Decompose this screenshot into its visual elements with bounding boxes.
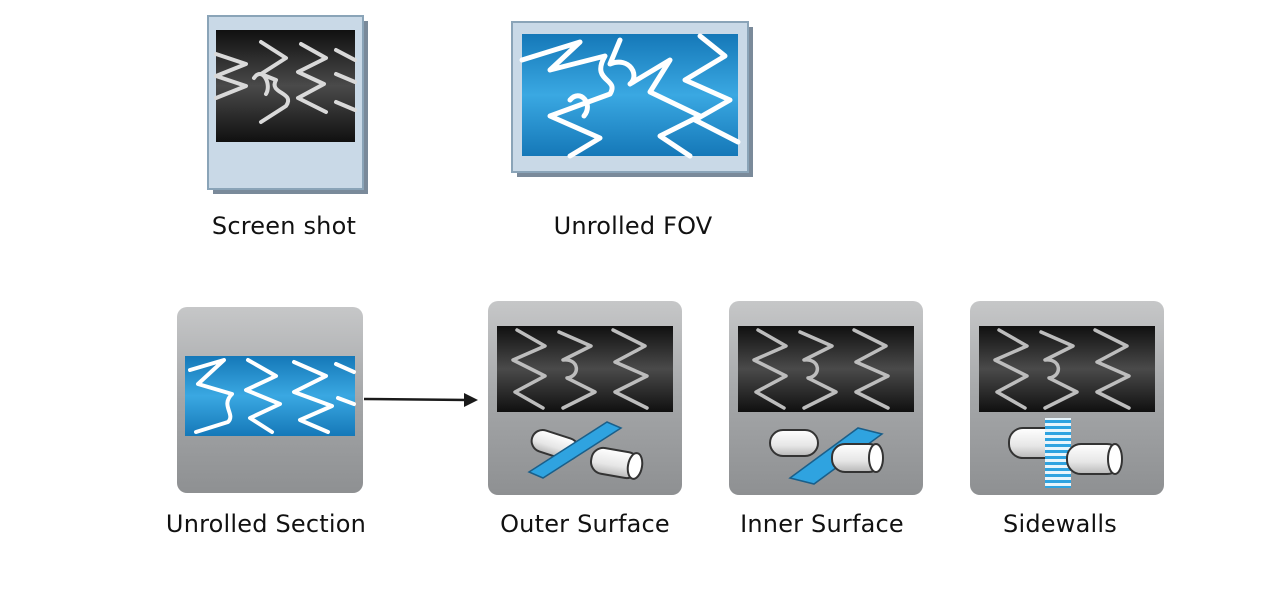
inner-surface-icon — [729, 301, 923, 495]
unrolled-fov-icon — [511, 21, 753, 177]
unrolled-fov-button[interactable] — [510, 20, 755, 178]
outer-surface-button[interactable] — [487, 300, 683, 496]
outer-surface-icon — [488, 301, 682, 495]
outer-surface-label: Outer Surface — [500, 510, 670, 538]
sidewalls-button[interactable] — [969, 300, 1165, 496]
unrolled-section-icon — [177, 307, 363, 493]
sidewalls-label: Sidewalls — [1003, 510, 1117, 538]
unrolled-section-button[interactable] — [176, 306, 364, 494]
unrolled-section-label: Unrolled Section — [165, 510, 367, 538]
screen-shot-button[interactable] — [206, 14, 370, 196]
unrolled-fov-label: Unrolled FOV — [553, 212, 713, 240]
inner-surface-button[interactable] — [728, 300, 924, 496]
inner-surface-label: Inner Surface — [740, 510, 904, 538]
sidewalls-icon — [970, 301, 1164, 495]
screenshot-icon — [207, 15, 368, 194]
arrow-right-icon — [363, 393, 478, 407]
screen-shot-label: Screen shot — [211, 212, 357, 240]
